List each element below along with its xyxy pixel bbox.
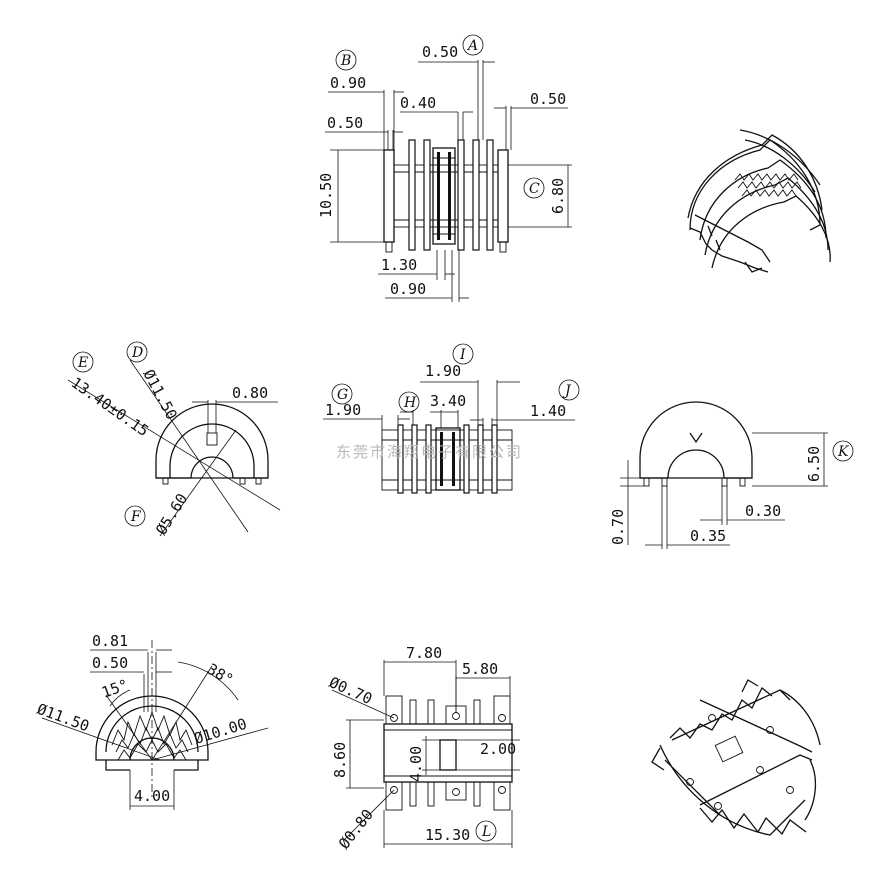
- dim-mid-dia560: Ø5.60: [152, 490, 191, 538]
- dim-top-050a: 0.50: [422, 43, 458, 61]
- dim-front-190b: 1.90: [325, 401, 361, 419]
- isometric-view-bottom: [651, 679, 821, 836]
- label-L: L: [475, 820, 497, 842]
- dim-front-140: 1.40: [530, 402, 566, 420]
- dim-sec-dia1000: Ø10.00: [192, 715, 249, 748]
- svg-text:B: B: [340, 53, 351, 69]
- bottom-plan-view: 7.80 5.80 Ø0.70 8.60 2.00 4.00 Ø0.80 15.…: [326, 644, 520, 852]
- label-J: J: [558, 379, 580, 401]
- dim-side-070: 0.70: [609, 509, 627, 545]
- dim-mid-1340: 13.40±0.15: [68, 374, 152, 441]
- svg-text:H: H: [403, 395, 417, 411]
- svg-text:C: C: [529, 181, 540, 197]
- core-body: [393, 164, 499, 228]
- dim-bot-dia070: Ø0.70: [326, 673, 375, 708]
- svg-text:A: A: [466, 38, 478, 54]
- svg-text:G: G: [337, 387, 348, 403]
- dim-mid-080: 0.80: [232, 384, 268, 402]
- dim-top-090: 0.90: [330, 74, 366, 92]
- label-F: F: [124, 505, 146, 527]
- side-view: 6.50 0.70 0.30 0.35 K: [609, 401, 854, 549]
- svg-text:I: I: [459, 347, 466, 363]
- end-view: 0.80 Ø11.50 13.40±0.15 Ø5.60 D E F: [68, 341, 281, 538]
- label-D: D: [126, 341, 148, 363]
- svg-text:E: E: [77, 355, 88, 371]
- isometric-view-top: [687, 129, 831, 273]
- dim-top-130: 1.30: [381, 256, 417, 274]
- label-A: A: [462, 34, 484, 56]
- dim-sec-dia1150: Ø11.50: [35, 700, 92, 735]
- section-view: 0.81 0.50 15° 38° Ø11.50 Ø10.00 4.00: [35, 632, 269, 810]
- dim-bot-200: 2.00: [480, 740, 516, 758]
- dim-bot-780: 7.80: [406, 644, 442, 662]
- dim-sec-38deg: 38°: [204, 660, 236, 689]
- label-C: C: [523, 177, 545, 199]
- dim-mid-dia1150: Ø11.50: [139, 366, 180, 422]
- dim-side-035: 0.35: [690, 527, 726, 545]
- dim-top-050c: 0.50: [327, 114, 363, 132]
- dim-side-650: 6.50: [805, 446, 823, 482]
- svg-text:K: K: [837, 444, 850, 460]
- label-H: H: [398, 391, 420, 413]
- dim-bot-860: 8.60: [331, 742, 349, 778]
- svg-text:F: F: [130, 509, 142, 525]
- right-flange: [497, 149, 509, 243]
- iso-teeth: [734, 173, 802, 197]
- tooth-strip: [437, 152, 451, 240]
- dim-sec-15deg: 15°: [99, 676, 131, 702]
- svg-text:D: D: [131, 345, 143, 361]
- dim-sec-400: 4.00: [134, 787, 170, 805]
- label-E: E: [72, 351, 94, 373]
- label-K: K: [832, 440, 854, 462]
- dim-top-090b: 0.90: [390, 280, 426, 298]
- dim-sec-050: 0.50: [92, 654, 128, 672]
- dim-top-040: 0.40: [400, 94, 436, 112]
- dim-bot-580: 5.80: [462, 660, 498, 678]
- dim-top-050b: 0.50: [530, 90, 566, 108]
- dim-front-340: 3.40: [430, 392, 466, 410]
- label-I: I: [452, 343, 474, 365]
- label-B: B: [335, 49, 357, 71]
- watermark: 东莞市海翔电子有限公司: [336, 443, 523, 461]
- dim-front-190a: 1.90: [425, 362, 461, 380]
- label-G: G: [331, 383, 353, 405]
- dim-sec-081: 0.81: [92, 632, 128, 650]
- dim-side-030: 0.30: [745, 502, 781, 520]
- svg-text:L: L: [481, 824, 491, 840]
- front-view: 1.90 1.90 3.40 1.40 G H I J 东莞市海翔电子有限公司: [323, 343, 580, 494]
- top-view: 0.50 0.90 0.40 0.50 0.50 10.50 6.80 1.30…: [317, 34, 572, 302]
- dim-top-680: 6.80: [549, 178, 567, 214]
- dim-bot-dia080: Ø0.80: [335, 806, 377, 853]
- svg-text:J: J: [562, 383, 572, 399]
- dim-bot-400: 4.00: [407, 746, 425, 782]
- left-flange: [383, 149, 395, 243]
- dim-top-1050: 10.50: [317, 173, 335, 218]
- dim-bot-1530: 15.30: [425, 826, 470, 844]
